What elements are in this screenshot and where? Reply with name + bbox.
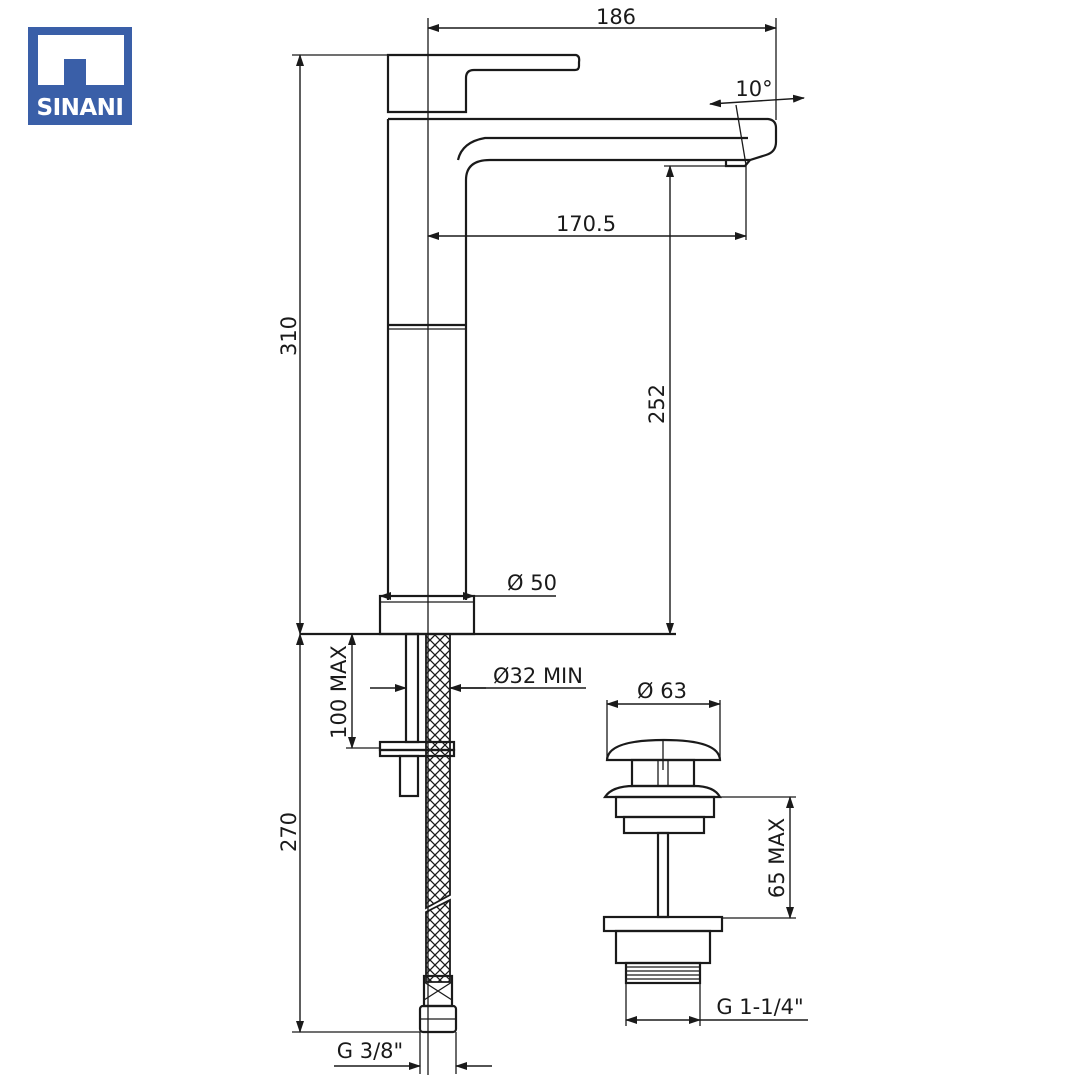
dim-angle-line	[709, 94, 805, 108]
dim-body-diameter: Ø 50	[507, 571, 557, 595]
faucet-body	[300, 53, 778, 636]
dim-waste-thread: G 1-1/4"	[716, 995, 803, 1019]
waste-cap	[605, 738, 722, 762]
aerator	[724, 159, 751, 168]
waste-top-ring	[614, 795, 716, 819]
waste-seal	[622, 815, 706, 835]
dim-hole-diameter: Ø32 MIN	[493, 664, 583, 688]
waste-thread	[624, 961, 702, 985]
waste-stem	[656, 831, 670, 919]
threaded-rod	[404, 632, 420, 744]
dim-overall-height: 310	[277, 316, 301, 356]
logo-mark-icon	[38, 35, 124, 85]
spout	[464, 117, 778, 181]
braided-hose-bottom	[425, 898, 451, 983]
column	[386, 119, 468, 600]
dim-hose-length: 270	[277, 812, 301, 852]
dim-deck-thickness: 100 MAX	[327, 645, 351, 739]
waste-lower-flange	[602, 915, 724, 933]
waste-body	[614, 929, 712, 965]
dim-hose-thread: G 3/8"	[337, 1039, 403, 1063]
dim-waste-max: 65 MAX	[765, 818, 789, 898]
pop-up-waste	[602, 738, 724, 985]
dim-spout-reach: 170.5	[556, 212, 616, 236]
dim-spout-angle: 10°	[735, 77, 772, 101]
sinani-logo: SINANI	[28, 27, 132, 125]
spout-inner-line	[456, 136, 748, 161]
fixing-nut	[398, 754, 420, 798]
dim-waste-diameter: Ø 63	[637, 679, 687, 703]
under-deck-assembly	[378, 632, 458, 1034]
braided-hose-top	[425, 633, 451, 910]
logo-text: SINANI	[36, 95, 124, 121]
waste-flange	[602, 784, 722, 799]
lever-handle	[386, 53, 581, 114]
dim-overall-width: 186	[596, 5, 636, 29]
dim-spout-height: 252	[645, 384, 669, 424]
